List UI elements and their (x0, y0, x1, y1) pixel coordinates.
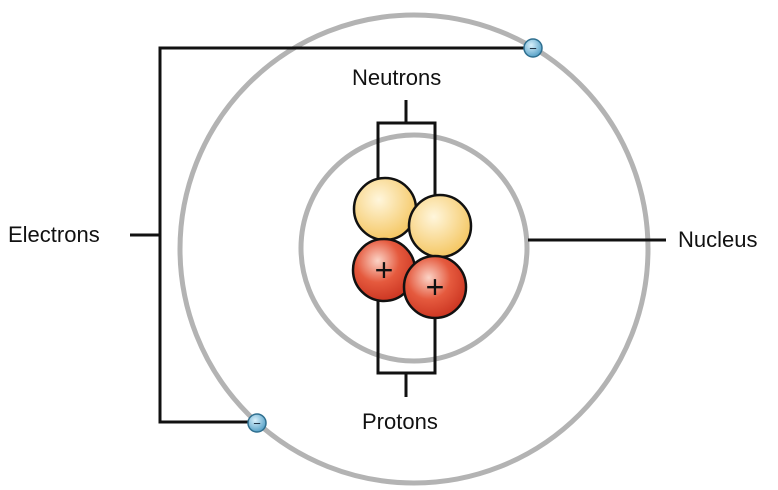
proton-2 (402, 254, 468, 320)
neutron-2 (407, 193, 473, 259)
electron-top (523, 38, 543, 58)
electron-bottom-charge: − (253, 416, 261, 431)
electron-bottom (247, 413, 267, 433)
protons-label: Protons (362, 409, 438, 434)
neutron-1 (352, 176, 418, 242)
nucleus-label: Nucleus (678, 227, 758, 252)
outer-electron-shell (177, 12, 651, 486)
neutrons-label: Neutrons (352, 65, 442, 90)
electrons-label: Electrons (8, 222, 100, 247)
proton-2-charge: + (426, 269, 445, 305)
nucleus-boundary (298, 132, 530, 364)
proton-1-charge: + (375, 252, 394, 288)
electron-top-charge: − (529, 41, 537, 56)
